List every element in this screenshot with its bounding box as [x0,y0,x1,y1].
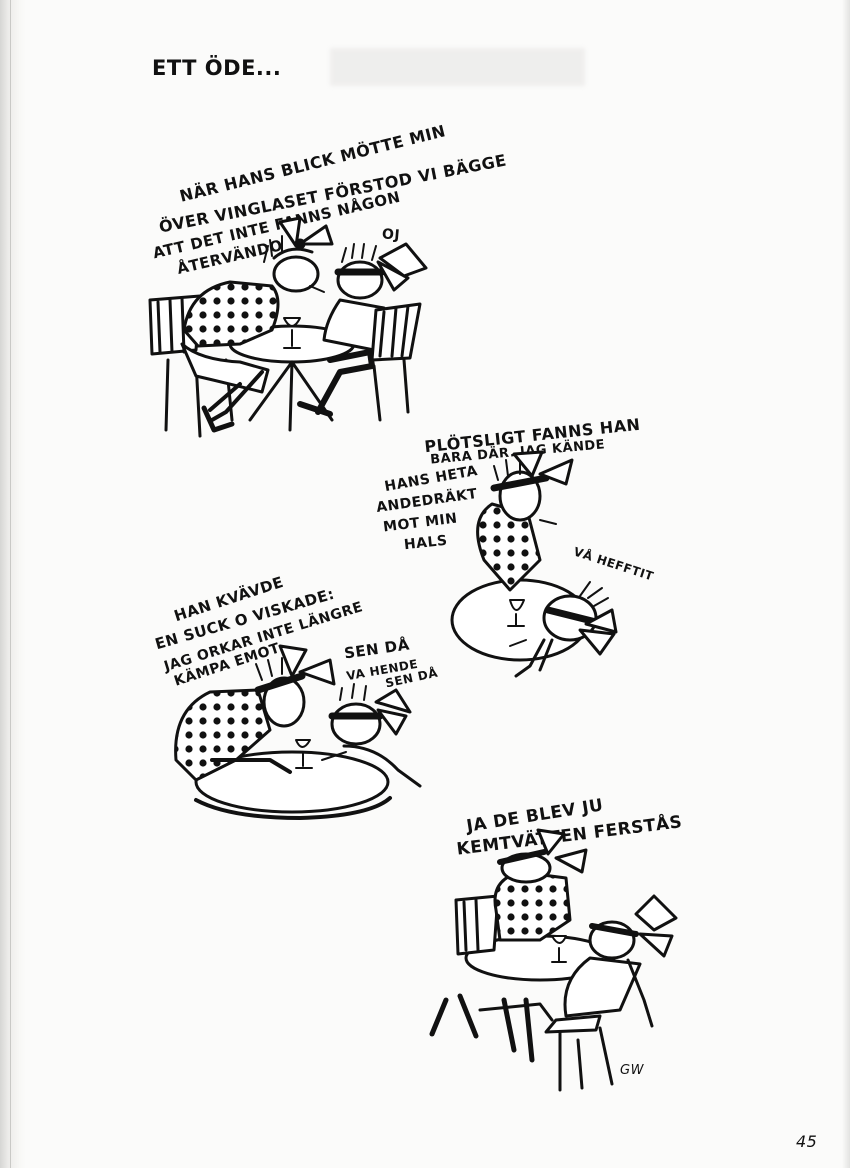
panel1-drawing [148,216,428,438]
artist-signature: GW [620,1063,644,1078]
page-edge-line [10,0,11,1168]
bleed-through-smudge [330,48,585,86]
page-right-edge [842,0,850,1168]
panel2-drawing [450,450,618,678]
book-spine-shadow [0,0,26,1168]
panel3-drawing [174,644,422,820]
page-number: 45 [796,1132,818,1151]
panel4-drawing [429,828,678,1092]
comic-title: ETT ÖDE... [152,56,282,80]
